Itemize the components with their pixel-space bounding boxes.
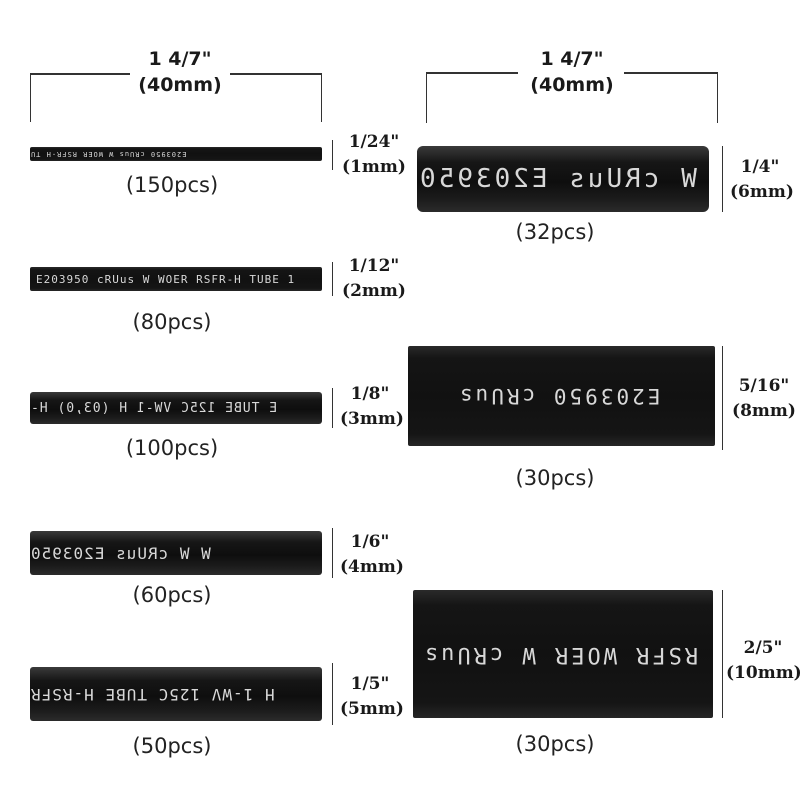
tube-2mm-qty: (80pcs) (132, 310, 212, 334)
tube-2mm-dim: 1/12" (2mm) (340, 254, 408, 303)
tube-4mm-dim-inches: 1/6" (350, 532, 390, 552)
right-length-bracket-line-left (426, 72, 518, 74)
tube-4mm-dim: 1/6" (4mm) (340, 530, 404, 579)
tube-1mm-dim-mm: (1mm) (342, 157, 406, 177)
tube-5mm-qty: (50pcs) (132, 734, 212, 758)
tube-6mm-dim-inches: 1/4" (740, 157, 780, 177)
tube-8mm-qty: (30pcs) (515, 466, 595, 490)
tube-10mm-dim-inches: 2/5" (743, 638, 783, 658)
tube-4mm-dim-line (332, 528, 333, 578)
tube-3mm-dim-mm: (3mm) (340, 409, 404, 429)
tube-8mm-dim-line (722, 346, 723, 450)
tube-4mm: W W cRUus E203950 (30, 531, 322, 575)
left-length-label: 1 4/7" (40mm) (100, 46, 260, 98)
tube-10mm-dim-line (722, 590, 723, 718)
left-length-inches: 1 4/7" (148, 48, 212, 70)
tube-5mm: H 1-WV 125C TUBE H-RSFR (30, 667, 322, 721)
left-length-mm: (40mm) (138, 74, 222, 96)
tube-4mm-dim-mm: (4mm) (340, 557, 404, 577)
tube-5mm-dim-inches: 1/5" (350, 674, 390, 694)
tube-1mm-qty: (150pcs) (125, 173, 219, 197)
tube-2mm-dim-inches: 1/12" (348, 256, 400, 276)
tube-6mm-qty: (32pcs) (515, 220, 595, 244)
tube-6mm-dim-mm: (6mm) (730, 182, 794, 202)
tube-3mm-print: E TUBE 125C VW-1 H (03,0) H- (30, 400, 278, 416)
tube-8mm-print: E203950 cRUus (456, 384, 661, 408)
tube-2mm: E203950 cRUus W WOER RSFR-H TUBE 1 (30, 267, 322, 291)
right-length-bracket (426, 73, 718, 123)
tube-8mm-dim-mm: (8mm) (732, 401, 796, 421)
right-length-bracket-line-right (624, 72, 718, 74)
tube-5mm-dim-mm: (5mm) (340, 699, 404, 719)
tube-3mm-dim-line (332, 388, 333, 428)
left-length-bracket-line-right (230, 73, 322, 75)
tube-3mm-dim: 1/8" (3mm) (340, 382, 404, 431)
tube-3mm: E TUBE 125C VW-1 H (03,0) H- (30, 392, 322, 424)
tube-4mm-qty: (60pcs) (132, 583, 212, 607)
tube-1mm-dim-inches: 1/24" (348, 132, 400, 152)
right-length-label: 1 4/7" (40mm) (492, 46, 652, 98)
tube-1mm-dim: 1/24" (1mm) (340, 130, 408, 179)
tube-10mm-dim-mm: (10mm) (726, 663, 800, 683)
tube-8mm-dim-inches: 5/16" (738, 376, 790, 396)
tube-8mm-dim: 5/16" (8mm) (728, 374, 800, 423)
tube-5mm-dim-line (332, 663, 333, 725)
right-length-inches: 1 4/7" (540, 48, 604, 70)
tube-1mm-dim-line (332, 140, 333, 170)
tube-3mm-qty: (100pcs) (125, 436, 219, 460)
tube-10mm-print: RSFR WOER W cRUus (421, 641, 699, 667)
tube-5mm-dim: 1/5" (5mm) (340, 672, 404, 721)
tube-8mm: E203950 cRUus (408, 346, 715, 446)
tube-6mm: W cRUus E203950 (417, 146, 709, 212)
tube-6mm-dim: 1/4" (6mm) (730, 155, 794, 204)
tube-6mm-dim-line (722, 146, 723, 212)
tube-5mm-print: H 1-WV 125C TUBE H-RSFR (30, 684, 275, 704)
tube-10mm-dim: 2/5" (10mm) (726, 636, 800, 685)
tube-1mm-print: E203950 cRUus W WOER RSFR-H TU (30, 150, 187, 158)
tube-2mm-print: E203950 cRUus W WOER RSFR-H TUBE 1 (36, 272, 296, 286)
tube-2mm-dim-line (332, 262, 333, 296)
tube-10mm: RSFR WOER W cRUus (413, 590, 713, 718)
tube-10mm-qty: (30pcs) (515, 732, 595, 756)
tube-4mm-print: W W cRUus E203950 (30, 543, 211, 563)
tube-6mm-print: W cRUus E203950 (417, 164, 697, 194)
right-length-mm: (40mm) (530, 74, 614, 96)
left-length-bracket (30, 74, 322, 122)
left-length-bracket-line-left (30, 73, 130, 75)
tube-1mm: E203950 cRUus W WOER RSFR-H TU (30, 147, 322, 161)
tube-3mm-dim-inches: 1/8" (350, 384, 390, 404)
tube-2mm-dim-mm: (2mm) (342, 281, 406, 301)
